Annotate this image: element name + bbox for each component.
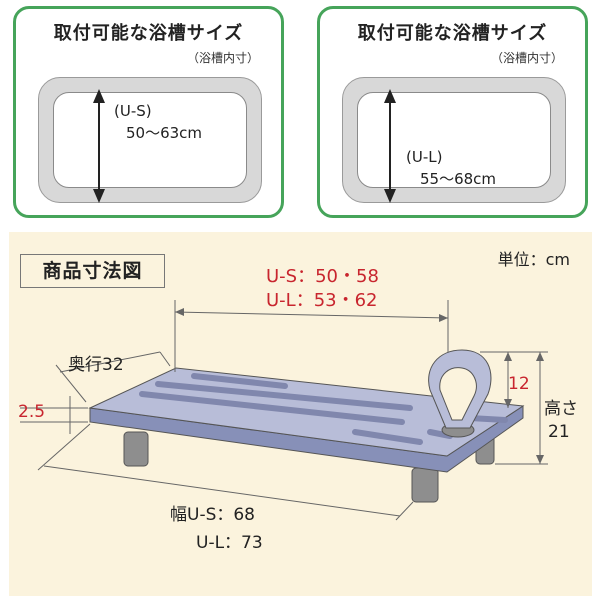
height-label: 高さ — [544, 399, 578, 419]
card-title: 取付可能な浴槽サイズ — [53, 23, 244, 44]
dimension-arrowheads — [175, 308, 544, 464]
thickness-label: 2.5 — [18, 402, 46, 422]
width-ul-label: U-L：73 — [196, 533, 263, 553]
model-code-label: (U-S) — [114, 102, 152, 120]
leg — [123, 431, 495, 503]
bathtub-outline — [38, 77, 262, 203]
handle-height-label: 12 — [508, 374, 530, 394]
dimension-diagram-title: 商品寸法図 — [20, 254, 165, 288]
height-value: 21 — [548, 422, 570, 442]
bathtub-size-card-ul: 取付可能な浴槽サイズ （浴槽内寸） (U-L) 55〜68cm — [317, 6, 588, 218]
bathtub-inner — [53, 92, 247, 188]
unit-label: 単位：cm — [497, 250, 570, 269]
card-title: 取付可能な浴槽サイズ — [357, 23, 548, 44]
card-subtitle: （浴槽内寸） — [490, 51, 563, 65]
size-range-label: 50〜63cm — [126, 124, 203, 142]
depth-label: 奥行32 — [68, 355, 124, 375]
model-code-label: (U-L) — [406, 148, 443, 166]
card-subtitle: （浴槽内寸） — [186, 51, 259, 65]
handle — [428, 349, 492, 438]
inner-length-us: U-S：50・58 — [266, 266, 379, 287]
inner-length-ul: U-L：53・62 — [266, 290, 378, 311]
bathtub-size-card-us: 取付可能な浴槽サイズ （浴槽内寸） (U-S) 50〜63cm — [13, 6, 284, 218]
dimension-lines — [20, 300, 548, 521]
size-range-label: 55〜68cm — [420, 170, 497, 188]
width-us-label: 幅U-S：68 — [170, 505, 255, 525]
vertical-double-arrow-icon — [93, 89, 105, 203]
vertical-double-arrow-icon — [384, 89, 396, 203]
